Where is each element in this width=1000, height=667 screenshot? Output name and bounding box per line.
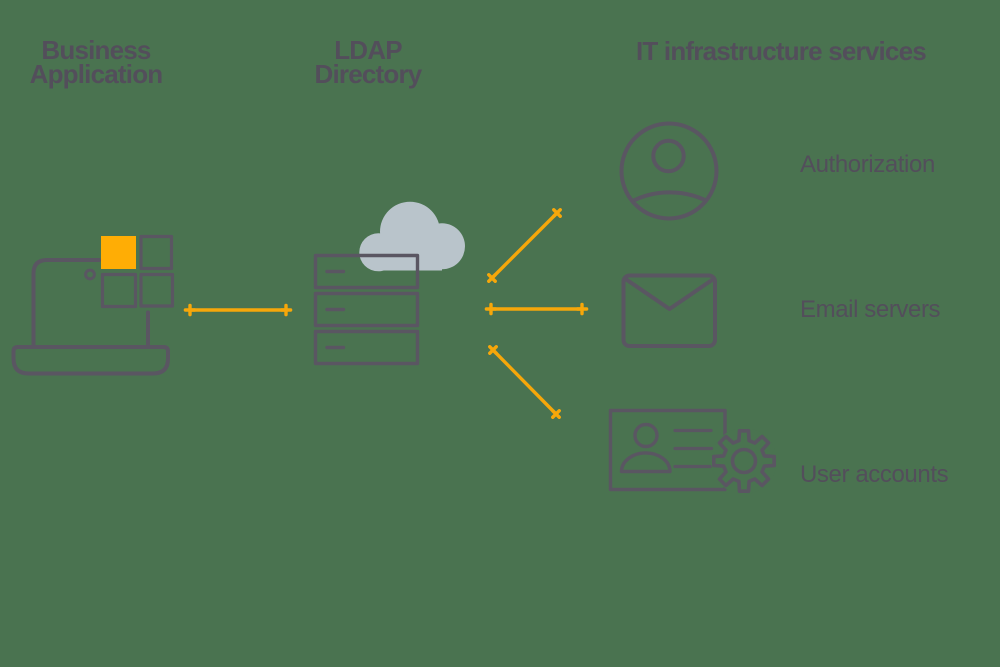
server-drive-slots xyxy=(325,269,346,350)
connector-ldap-email xyxy=(484,302,589,316)
cloud-icon xyxy=(359,201,465,272)
plus-terminator xyxy=(551,409,561,419)
gear-hole xyxy=(730,447,758,475)
plus-terminator xyxy=(575,302,589,316)
plus-terminator xyxy=(488,345,498,355)
app-grid-square-top-right xyxy=(139,234,174,271)
server-stack-icon xyxy=(313,253,420,366)
gear-outline xyxy=(712,429,776,493)
server-unit xyxy=(313,253,420,290)
server-unit xyxy=(313,291,420,328)
user-avatar-icon xyxy=(619,121,719,221)
avatar-head xyxy=(651,138,686,174)
laptop-screen-outline xyxy=(31,258,101,349)
id-card-gear-icon xyxy=(608,408,777,494)
app-grid-icon xyxy=(100,234,175,309)
authorization-label: Authorization xyxy=(800,151,935,178)
card-text-lines xyxy=(673,428,714,469)
plus-terminator xyxy=(484,302,498,316)
plus-terminator xyxy=(552,208,562,218)
card-person-shoulders xyxy=(619,451,672,474)
connector-app-ldap xyxy=(183,303,293,317)
email-servers-label: Email servers xyxy=(800,296,941,323)
plus-terminator xyxy=(183,303,197,317)
plus-terminator xyxy=(487,273,497,283)
business-application-title: Business Application xyxy=(29,35,164,89)
app-grid-square-bottom-right xyxy=(139,272,175,308)
envelope-icon xyxy=(621,273,717,348)
card-person-head xyxy=(633,422,659,449)
connector-ldap-accounts xyxy=(488,345,561,419)
gear-knockout xyxy=(711,428,777,494)
connector-ldap-authorization xyxy=(487,208,562,283)
plus-terminator xyxy=(279,303,293,317)
laptop-camera-dot xyxy=(84,268,96,281)
envelope-flap xyxy=(625,278,714,311)
it-infrastructure-services-title: IT infrastructure services xyxy=(636,36,927,66)
laptop-icon xyxy=(11,258,170,376)
laptop-base xyxy=(11,345,170,376)
app-grid-square-filled xyxy=(101,236,136,269)
avatar-outer-circle xyxy=(619,121,719,221)
envelope-body xyxy=(621,273,717,348)
server-unit xyxy=(313,329,420,366)
user-accounts-label: User accounts xyxy=(800,461,949,488)
ldap-directory-title: LDAP Directory xyxy=(314,35,423,89)
app-grid-square-bottom-left xyxy=(100,272,138,309)
